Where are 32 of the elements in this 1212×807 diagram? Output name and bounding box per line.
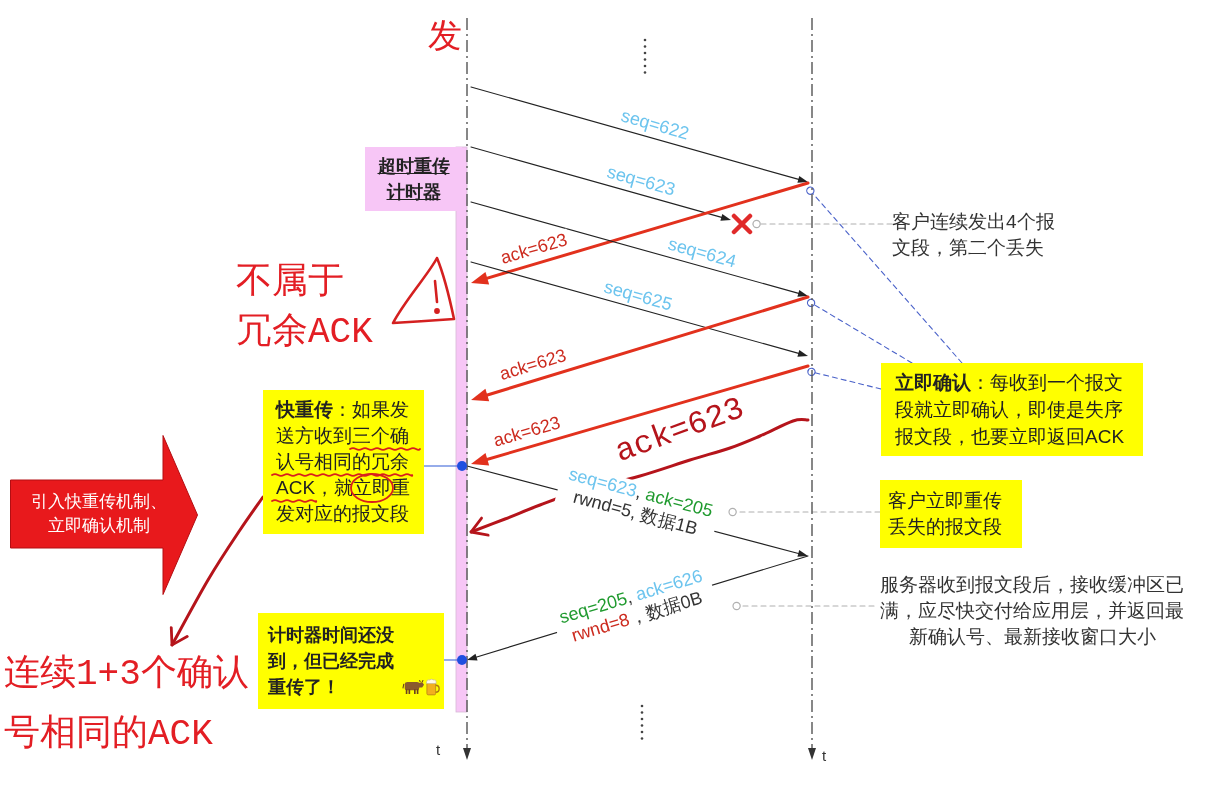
axis-label: t [436, 742, 441, 758]
note-box [258, 613, 444, 709]
handwritten-note: 不属于冗余ACK [236, 261, 374, 355]
leader-line [752, 219, 893, 229]
timer-box: 超时重传计时器 [365, 147, 462, 211]
handwritten-label: 发 [428, 18, 462, 59]
note-box: 客户立即重传丢失的报文段 [880, 480, 1022, 548]
callout-text: 服务器收到报文段后，接收缓冲区已满，应尽快交付给应用层，并返回最新确认号、最新接收窗口大小 [874, 572, 1190, 652]
arrow [470, 261, 807, 357]
note-text: 计时器时间还没到，但已经完成重传了！ [268, 624, 395, 699]
arrow [473, 181, 810, 285]
arrow [470, 146, 730, 221]
axis-label: t [822, 748, 827, 764]
leader-line [728, 507, 881, 517]
leader-line [806, 186, 963, 364]
callout-text: 客户连续发出4个报文段，第二个丢失 [892, 209, 1064, 263]
block-arrow: 引入快重传机制、立即确认机制 [10, 435, 198, 595]
leader-line [807, 367, 882, 390]
connection-dot [457, 655, 467, 665]
note-box: 立即确认：每收到一个报文段就立即确认，即使是失序报文段，也要立即返回ACK [881, 363, 1143, 456]
leader-line [732, 601, 875, 611]
leader-line [806, 298, 913, 364]
connector-line [443, 659, 458, 661]
handwritten-note: 连续1+3个确认号相同的ACK [4, 645, 266, 769]
arrow [470, 201, 807, 297]
connection-dot [457, 461, 467, 471]
cross-mark [731, 213, 753, 235]
arrow [473, 295, 810, 402]
arrow [473, 364, 810, 466]
handwritten-arrow [170, 495, 265, 647]
connector-line [423, 465, 458, 467]
arrow [470, 86, 807, 183]
